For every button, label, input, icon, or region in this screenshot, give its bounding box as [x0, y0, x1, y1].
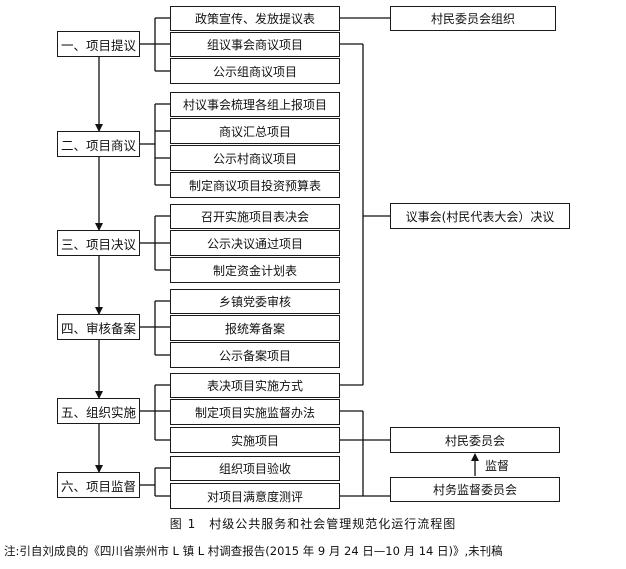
step-box: 对项目满意度测评: [170, 483, 340, 509]
step-box: 报统筹备案: [170, 315, 340, 341]
source-note: 注:引自刘成良的《四川省崇州市 L 镇 L 村调查报告(2015 年 9 月 2…: [4, 544, 503, 558]
step-label: 商议汇总项目: [218, 124, 291, 139]
step-label: 表决项目实施方式: [206, 379, 303, 393]
step-box: 表决项目实施方式: [170, 373, 340, 398]
step-label: 制定商议项目投资预算表: [188, 178, 321, 193]
supervise-label: 监督: [483, 457, 512, 474]
stage-1-box: 一、项目提议: [57, 31, 140, 57]
figure-caption: 图 1 村级公共服务和社会管理规范化运行流程图: [169, 517, 457, 531]
stage-5-box: 五、组织实施: [57, 398, 140, 424]
stage-6-box: 六、项目监督: [57, 472, 140, 498]
village-committee-box: 村民委员会: [390, 427, 560, 453]
step-box: 公示备案项目: [170, 342, 340, 368]
step-box: 公示决议通过项目: [170, 230, 340, 256]
stage-2-label: 二、项目商议: [60, 137, 136, 153]
step-label: 制定项目实施监督办法: [194, 405, 315, 420]
step-label: 报统筹备案: [224, 321, 285, 336]
step-box: 组织项目验收: [170, 456, 340, 481]
step-box: 组议事会商议项目: [170, 32, 340, 57]
step-label: 实施项目: [230, 433, 279, 448]
step-label: 政策宣传、发放提议表: [194, 12, 315, 26]
step-label: 公示备案项目: [218, 348, 291, 363]
step-box: 制定资金计划表: [170, 257, 340, 283]
stage-4-label: 四、审核备案: [60, 320, 136, 336]
step-label: 村议事会梳理各组上报项目: [182, 98, 327, 112]
stage-6-label: 六、项目监督: [60, 478, 136, 494]
council-resolution-label: 议事会(村民代表大会）决议: [405, 209, 555, 224]
step-box: 政策宣传、发放提议表: [170, 6, 340, 31]
step-box: 制定商议项目投资预算表: [170, 172, 340, 198]
stage-5-label: 五、组织实施: [60, 404, 136, 420]
step-box: 公示组商议项目: [170, 58, 340, 84]
step-box: 乡镇党委审核: [170, 289, 340, 314]
step-label: 组织项目验收: [218, 462, 291, 476]
step-label: 公示组商议项目: [212, 64, 297, 79]
step-label: 乡镇党委审核: [218, 295, 291, 309]
step-box: 召开实施项目表决会: [170, 204, 340, 229]
step-label: 公示村商议项目: [212, 151, 297, 166]
stage-1-label: 一、项目提议: [60, 37, 136, 53]
stage-3-label: 三、项目决议: [60, 236, 136, 252]
step-box: 实施项目: [170, 427, 340, 453]
stage-4-box: 四、审核备案: [57, 314, 140, 340]
villagers-committee-org-box: 村民委员会组织: [390, 6, 556, 31]
step-box: 村议事会梳理各组上报项目: [170, 92, 340, 117]
village-committee-label: 村民委员会: [444, 433, 505, 448]
step-label: 组议事会商议项目: [206, 38, 303, 52]
council-resolution-box: 议事会(村民代表大会）决议: [390, 203, 570, 229]
supervision-committee-box: 村务监督委员会: [390, 477, 560, 502]
step-label: 对项目满意度测评: [206, 489, 303, 504]
step-label: 制定资金计划表: [212, 263, 297, 278]
step-label: 召开实施项目表决会: [200, 210, 309, 224]
step-box: 制定项目实施监督办法: [170, 399, 340, 425]
step-box: 公示村商议项目: [170, 145, 340, 171]
step-label: 公示决议通过项目: [206, 236, 303, 251]
stage-3-box: 三、项目决议: [57, 230, 140, 256]
villagers-committee-org-label: 村民委员会组织: [430, 12, 515, 26]
step-box: 商议汇总项目: [170, 118, 340, 144]
stage-2-box: 二、项目商议: [57, 131, 140, 157]
supervision-committee-label: 村务监督委员会: [432, 483, 517, 497]
